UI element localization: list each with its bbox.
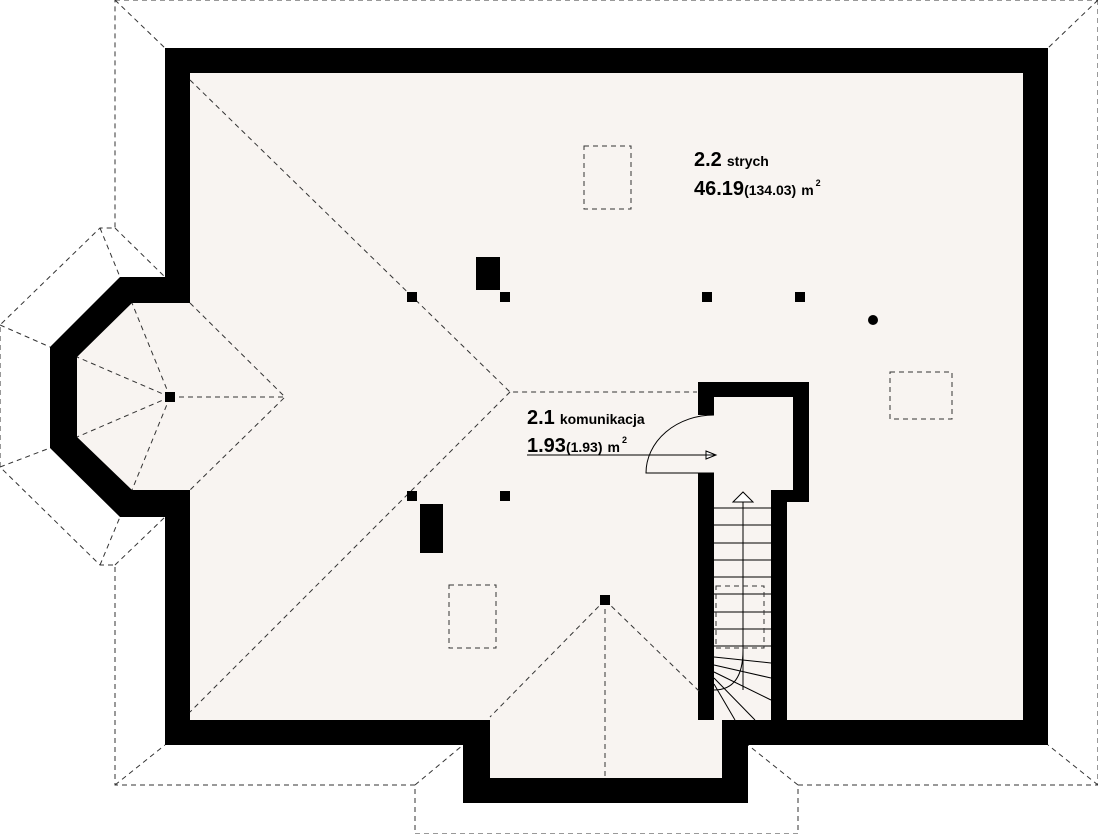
staircase [713, 491, 772, 721]
roof-hip-lines [76, 79, 701, 778]
door-swing [645, 414, 715, 474]
label-leader-arrow [527, 450, 718, 460]
svg-text:46.19(134.03)m2: 46.19(134.03)m2 [694, 178, 821, 200]
stair-opening-dashed [715, 585, 765, 649]
stairwell-floor [714, 397, 793, 490]
stairwell-walls [698, 382, 809, 720]
svg-text:1.93(1.93)m2: 1.93(1.93)m2 [527, 435, 627, 457]
chimney [476, 257, 500, 290]
roof-window [889, 371, 953, 420]
chimney [420, 504, 443, 553]
roof-posts [165, 292, 878, 605]
